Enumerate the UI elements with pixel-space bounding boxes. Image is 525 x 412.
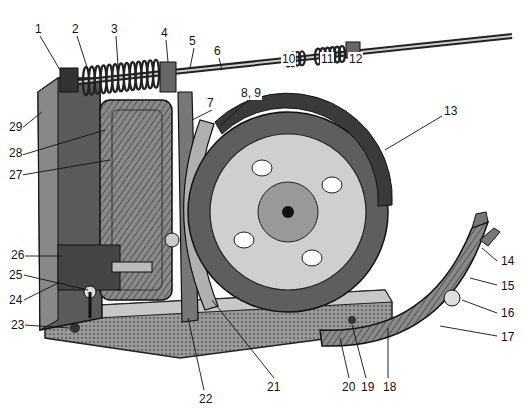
top-brake-lining [215,93,392,206]
magnet-housing [38,78,102,330]
web-hole [322,177,342,193]
callout-number: 12 [348,52,363,66]
drum-hub [258,182,318,242]
callout-number: 24 [8,293,23,307]
callout-number: 10 [281,52,296,66]
pull-rod-highlight [78,36,512,82]
callout-number: 23 [10,318,25,332]
callout-number: 13 [443,104,458,118]
callout-number: 6 [213,44,222,58]
drum-web [210,134,366,290]
spring-coil [299,51,305,65]
callout-number: 25 [8,268,23,282]
callout-number: 22 [198,392,213,406]
callout-number: 19 [360,380,375,394]
callout-number: 1 [34,22,43,36]
rod-nut [60,68,78,92]
pull-rod [78,36,512,82]
callout-number: 11 [320,52,334,66]
shoe-pin [444,290,460,306]
callout-number: 20 [341,380,356,394]
callout-number: 8, 9 [240,86,262,100]
callout-number: 28 [8,146,23,160]
pivot-pin [165,233,179,247]
right-brake-shoe [320,222,488,346]
web-hole [302,250,322,266]
spring-coil [339,46,345,62]
shaft-bore [282,206,294,218]
callout-number: 27 [8,168,23,182]
callout-number: 2 [71,22,80,36]
housing-face [38,78,58,330]
web-hole [252,160,272,176]
linkage-pin [112,262,152,272]
callout-number: 5 [188,34,197,48]
callout-number: 14 [500,254,515,268]
leader-lines [22,36,497,390]
callout-number: 17 [500,330,515,344]
callout-number: 7 [206,96,215,110]
callout-number: 26 [10,248,25,262]
web-hole [234,232,254,248]
shoe-hook [472,212,500,246]
spring-cup [160,62,176,92]
callout-number: 18 [382,380,397,394]
callout-number: 29 [8,120,23,134]
callout-number: 4 [160,26,169,40]
callout-number: 21 [266,380,281,394]
bolt [348,316,356,324]
callout-number: 3 [110,22,119,36]
callout-number: 16 [500,306,515,320]
coil-edge [112,110,162,290]
linkage-block [58,245,120,290]
adjust-screw [89,292,92,318]
spring-coil [153,60,159,88]
callout-number: 15 [500,279,515,293]
